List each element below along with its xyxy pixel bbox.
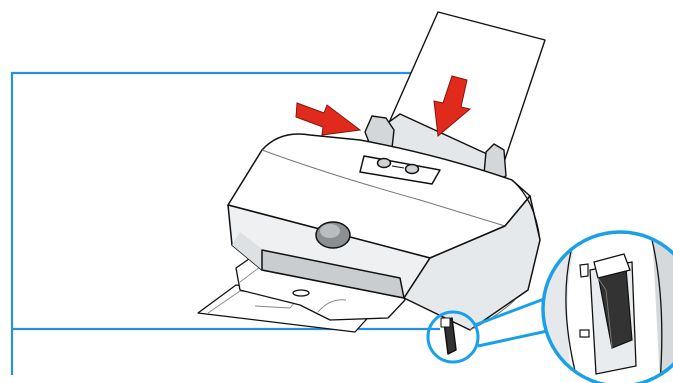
resume-button-icon: [406, 165, 419, 174]
push-arrow-icon: [296, 103, 360, 135]
tray-tab: [293, 290, 309, 296]
power-button-icon: [378, 159, 391, 168]
magnified-lever-callout: [540, 230, 673, 383]
